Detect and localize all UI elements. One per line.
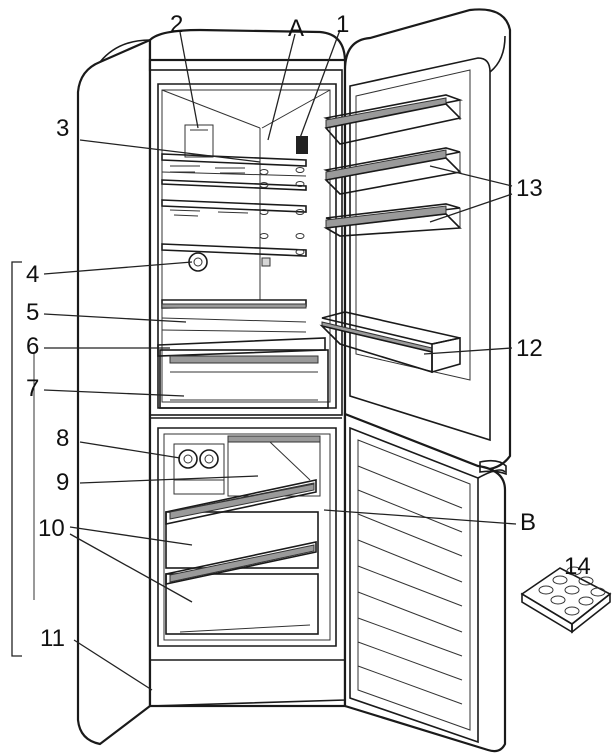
label-8: 8 <box>56 425 69 452</box>
label-7: 7 <box>26 375 39 402</box>
crisper-cover-shelf <box>161 299 307 333</box>
label-5: 5 <box>26 299 39 326</box>
fridge-door <box>319 8 512 472</box>
freezer-drawer-upper <box>165 479 319 569</box>
freezer-knob-right <box>199 449 219 469</box>
label-3: 3 <box>56 115 69 142</box>
egg-tray <box>520 566 612 634</box>
label-4: 4 <box>26 261 39 288</box>
section-bracket <box>11 261 22 657</box>
label-11: 11 <box>40 625 65 652</box>
door-balcony-top <box>323 94 463 145</box>
door-balcony-middle <box>323 147 462 195</box>
freezer-door-ribs <box>357 465 463 705</box>
bottle-shelf <box>319 311 461 374</box>
label-12: 12 <box>516 335 543 362</box>
label-2: 2 <box>170 11 183 38</box>
fridge-interior <box>157 89 331 409</box>
freezer-door <box>343 412 507 753</box>
callout-labels: 1 2 A 3 4 5 6 7 8 9 10 11 12 13 B 14 <box>26 11 591 652</box>
glass-shelf-middle <box>161 199 307 217</box>
label-1: 1 <box>336 11 349 38</box>
leader-lines <box>43 29 517 691</box>
freezer-drawer-lower <box>165 541 319 635</box>
label-a: A <box>288 15 304 42</box>
label-13: 13 <box>516 175 543 202</box>
freezer-knob-left <box>178 449 198 469</box>
label-9: 9 <box>56 469 69 496</box>
interior-light <box>296 136 308 154</box>
control-panel <box>184 124 214 158</box>
freezer-interior <box>165 435 321 641</box>
label-10: 10 <box>38 515 65 542</box>
label-6: 6 <box>26 333 39 360</box>
glass-shelf-lower <box>161 243 307 257</box>
crisper-drawer <box>157 337 329 409</box>
door-balcony-lower <box>323 203 462 237</box>
glass-shelf-top <box>161 153 307 191</box>
label-b: B <box>520 509 536 536</box>
label-14: 14 <box>564 553 591 580</box>
cabinet <box>76 28 347 746</box>
shelf-supports <box>259 167 305 255</box>
